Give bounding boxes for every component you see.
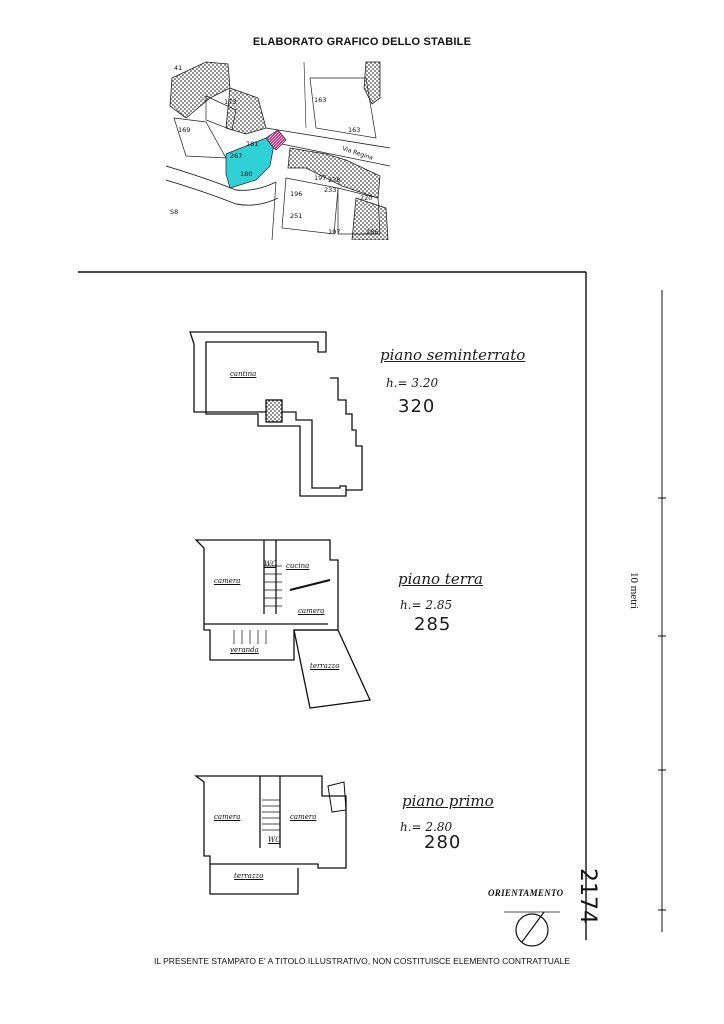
- parcel-label: 220: [360, 194, 372, 202]
- disclaimer: IL PRESENTE STAMPATO E' A TITOLO ILLUSTR…: [154, 956, 570, 966]
- parcel-label: S8: [170, 208, 178, 216]
- parcel-label: 197: [314, 174, 326, 182]
- floor-title: piano terra: [398, 570, 483, 588]
- parcel-label: 251: [290, 212, 302, 220]
- parcel-label: 196: [290, 190, 302, 198]
- floor-height: h.= 3.20: [386, 376, 439, 390]
- parcel-label: 173: [224, 98, 236, 106]
- orientation-label: ORIENTAMENTO: [488, 888, 564, 898]
- room-label: camera: [290, 813, 317, 821]
- floor-value: 320: [398, 396, 436, 417]
- sheet-number: 2174: [575, 868, 600, 924]
- cadastral-map: 41 173 169 163 163 181 267 180 197 238 1…: [166, 61, 390, 240]
- page-title: ELABORATO GRAFICO DELLO STABILE: [252, 36, 472, 48]
- parcel-label: 169: [178, 126, 190, 134]
- floor-title: piano primo: [402, 792, 494, 810]
- scale-bar: [658, 290, 666, 932]
- room-label: WC: [264, 560, 277, 568]
- room-label: WC: [268, 836, 281, 844]
- floor-height: h.= 2.85: [400, 598, 453, 612]
- north-arrow-icon: [504, 911, 560, 947]
- room-label: camera: [298, 607, 325, 615]
- room-label: veranda: [230, 646, 259, 654]
- parcel-label: 286: [366, 228, 378, 236]
- ground-floor-plan: [194, 539, 371, 709]
- room-label: terrazzo: [310, 662, 340, 670]
- room-label: camera: [214, 577, 241, 585]
- parcel-label: 238: [328, 176, 340, 184]
- room-label: cantina: [230, 370, 257, 378]
- floor-title: piano seminterrato: [380, 346, 526, 364]
- floor-value: 285: [414, 614, 452, 635]
- room-label: camera: [214, 813, 241, 821]
- parcel-label: 180: [240, 170, 252, 178]
- room-label: terrazzo: [234, 872, 264, 880]
- scale-label: 10 metri: [628, 572, 640, 609]
- floor-value: 280: [424, 832, 462, 853]
- parcel-label: 197: [328, 228, 340, 236]
- parcel-label: 267: [230, 152, 242, 160]
- first-floor-plan: [194, 775, 347, 895]
- room-label: cucina: [286, 562, 310, 570]
- basement-plan: [189, 331, 363, 497]
- parcel-label: 41: [174, 64, 182, 72]
- adjacent-parcel: [265, 129, 287, 151]
- parcel-label: 233: [324, 186, 336, 194]
- parcel-label: 163: [314, 96, 326, 104]
- parcel-label: 163: [348, 126, 360, 134]
- floor-height: h.= 2.80: [400, 820, 453, 834]
- parcel-label: 181: [246, 140, 258, 148]
